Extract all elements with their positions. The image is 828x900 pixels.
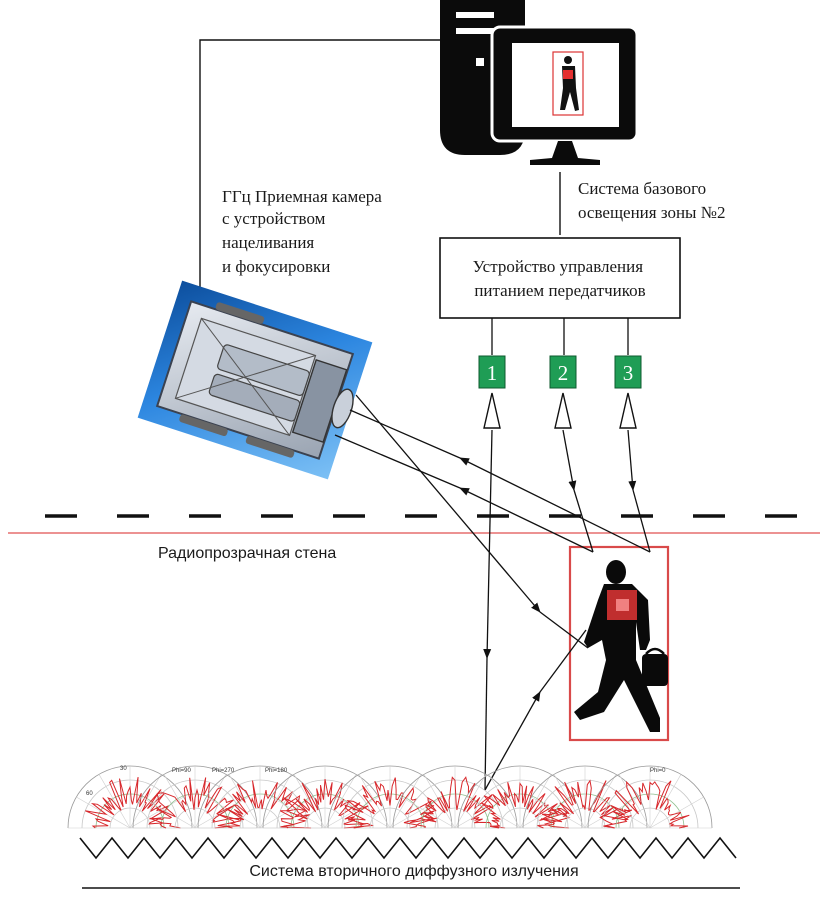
wall-label: Радиопрозрачная стена [158,545,336,562]
polar-plot [522,765,648,829]
polar-label-phi0: Phi=0 [650,768,666,774]
power-controller-line1: Устройство управления [473,257,644,276]
connection-lines [199,39,561,290]
transmitter-3-beam-icon [619,392,637,429]
polar-label-phi180: Phi=180 [265,768,288,774]
ray-paths [334,394,651,791]
transmitter-2: 2 [549,355,577,429]
transmitter-feed-lines [491,318,629,355]
monitor-person-icon [552,51,584,116]
polar-label-phi90: Phi=90 [172,768,192,774]
target-person [568,545,670,742]
camera-label-line2: с устройством [222,209,326,228]
transmitter-1-number: 1 [487,361,498,385]
transmitter-1-beam-icon [483,392,501,429]
camera-label-line1: ГГц Приемная камера [222,187,382,206]
illumination-label: Система базового освещения зоны №2 [578,179,725,222]
transmitter-1: 1 [478,355,506,429]
svg-text:Устройство управления пи: Устройство управления питанием передатчи… [473,257,648,300]
camera-label: ГГц Приемная камера с устройством нацели… [222,187,386,276]
polar-label-30: 30 [120,766,127,772]
transmitter-2-number: 2 [558,361,569,385]
transmitter-3: 3 [614,355,642,429]
diffuse-surface-zigzag [79,836,737,860]
transmitter-2-beam-icon [554,392,572,429]
illumination-label-line2: освещения зоны №2 [578,203,725,222]
polar-label-phi270: Phi=270 [212,768,235,774]
secondary-system-label: Система вторичного диффузного излучения [249,863,578,880]
polar-plot-labels: 60 30 Phi=90 Phi=270 Phi=180 Phi=0 [86,766,666,797]
polar-plot [262,765,388,829]
power-controller-line2: питанием передатчиков [474,281,645,300]
polar-label-60: 60 [86,791,93,797]
camera-label-line3: нацеливания [222,233,314,252]
polar-plot [392,765,518,829]
receiving-camera-image [137,280,373,480]
illumination-label-line1: Система базового [578,179,706,198]
target-frame [568,545,670,742]
polar-plot [457,765,583,829]
camera-label-line4: и фокусировки [222,257,330,276]
polar-plot [587,765,713,829]
transmitter-3-number: 3 [623,361,634,385]
polar-plot [197,765,323,829]
polar-plot [67,765,193,829]
power-controller-box: Устройство управления питанием передатчи… [439,237,681,319]
polar-pattern-strip [67,765,713,829]
computer-icon [440,0,639,165]
